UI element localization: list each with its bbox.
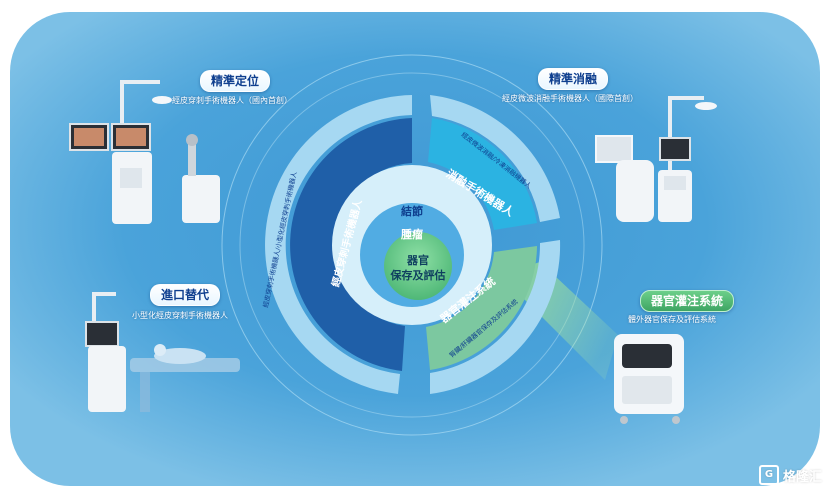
callout-top-right-title: 精準消融 (538, 68, 609, 90)
callout-bottom-left-title: 進口替代 (150, 284, 221, 306)
watermark: G 格隆汇 (758, 465, 822, 485)
segment-top-right-outer (430, 95, 560, 222)
device-organ-perfusion-illustration (614, 334, 684, 424)
segment-bottom-right-outer (430, 240, 561, 394)
callout-bottom-right-desc: 體外器官保存及評估系統 (628, 315, 716, 324)
device-percutaneous-robot-illustration (69, 80, 220, 224)
callout-top-left-desc: 經皮穿刺手術機器人（國內首創） (172, 96, 292, 105)
segment-left-outer (265, 95, 412, 394)
segment-left-inner (290, 118, 412, 371)
core-line1: 器官 (406, 253, 429, 267)
callout-bottom-right-title: 器官灌注系統 (640, 290, 735, 312)
device-miniature-robot-illustration (85, 292, 240, 412)
decor-ring (221, 54, 603, 436)
center-line1: 結節 (401, 204, 423, 218)
core-line2: 保存及評估 (390, 268, 446, 282)
callout-top-right-desc: 經皮微波消融手術機器人（國際首創） (502, 94, 638, 103)
watermark-logo-icon: G (758, 465, 779, 485)
device-ablation-robot-illustration (595, 96, 717, 222)
center-core (384, 232, 452, 300)
watermark-text: 格隆汇 (782, 469, 822, 485)
segment-top-right-inner (428, 118, 537, 230)
segment-bottom-right-inner (426, 246, 537, 370)
center-line2: 腫瘤 (401, 227, 423, 241)
callout-bottom-left-desc: 小型化經皮穿刺手術機器人 (132, 311, 228, 320)
decor-ring (239, 72, 585, 418)
callout-top-left-title: 精準定位 (200, 70, 271, 92)
connection-beam (500, 262, 618, 380)
